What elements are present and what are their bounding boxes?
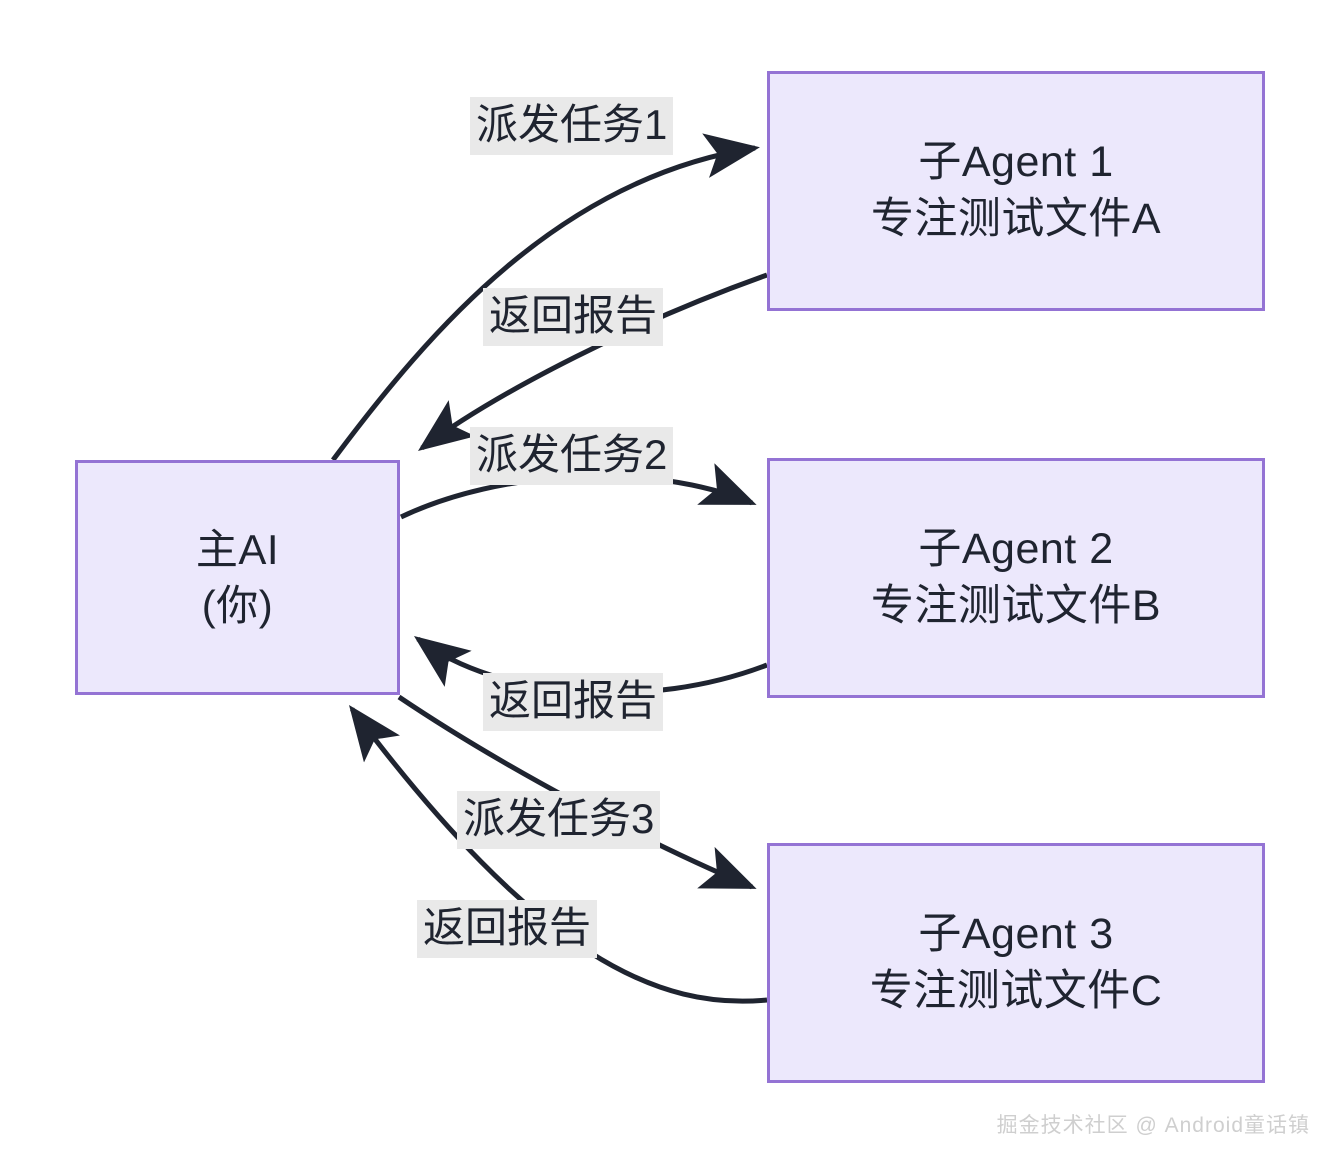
node-sub-agent-1[interactable]: 子Agent 1 专注测试文件A bbox=[767, 71, 1265, 311]
edge-dispatch-task-1 bbox=[330, 133, 760, 462]
edge-label-return-report-1: 返回报告 bbox=[483, 288, 664, 346]
node-main-ai[interactable]: 主AI (你) bbox=[75, 460, 400, 695]
edge-label-dispatch-task-1: 派发任务1 bbox=[470, 97, 674, 155]
node-sub-agent-2-line1: 子Agent 2 bbox=[918, 525, 1114, 574]
edge-label-return-report-3: 返回报告 bbox=[417, 900, 598, 958]
edge-label-return-report-2: 返回报告 bbox=[483, 673, 664, 731]
edge-label-dispatch-task-2: 派发任务2 bbox=[470, 427, 674, 485]
node-sub-agent-1-line2: 专注测试文件A bbox=[870, 195, 1162, 243]
edge-return-report-1 bbox=[417, 272, 768, 451]
node-sub-agent-3-line1: 子Agent 3 bbox=[918, 910, 1114, 959]
node-main-ai-line2: (你) bbox=[201, 581, 274, 629]
node-sub-agent-3[interactable]: 子Agent 3 专注测试文件C bbox=[767, 843, 1265, 1083]
watermark-text: 掘金技术社区 @ Android童话镇 bbox=[996, 1114, 1310, 1137]
node-sub-agent-1-line1: 子Agent 1 bbox=[918, 138, 1114, 187]
node-main-ai-line1: 主AI bbox=[195, 526, 280, 574]
node-sub-agent-2[interactable]: 子Agent 2 专注测试文件B bbox=[767, 458, 1265, 698]
node-sub-agent-3-line2: 专注测试文件C bbox=[869, 967, 1163, 1015]
edge-label-dispatch-task-3: 派发任务3 bbox=[457, 791, 661, 849]
node-sub-agent-2-line2: 专注测试文件B bbox=[870, 582, 1162, 630]
